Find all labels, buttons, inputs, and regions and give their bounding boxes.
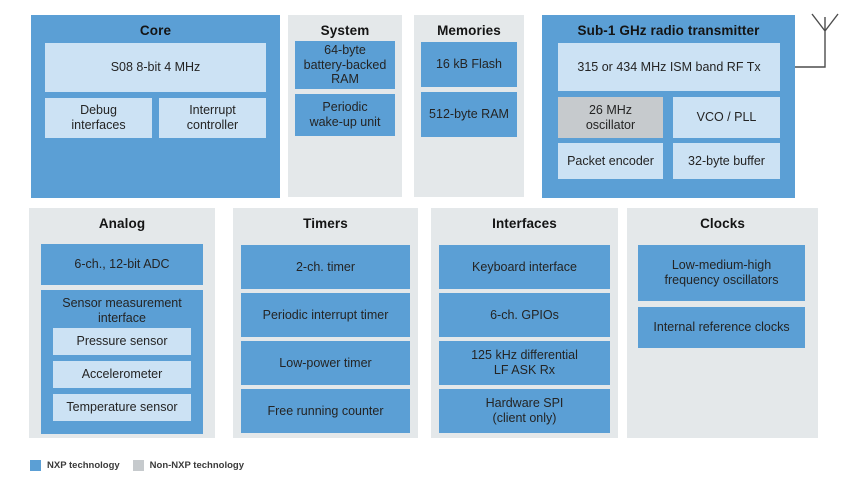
nxp-technology-label: NXP technology (47, 460, 120, 471)
interrupt-controller-block: Interrupt controller (159, 98, 266, 138)
clocks-group: Clocks Low-medium-high frequency oscilla… (627, 208, 818, 438)
adc-block: 6-ch., 12-bit ADC (41, 244, 203, 285)
wakeup-unit-block: Periodic wake-up unit (295, 94, 395, 136)
legend-item-nxp: NXP technology (30, 460, 120, 471)
battery-backed-ram-block: 64-byte battery-backed RAM (295, 41, 395, 89)
two-channel-timer-block: 2-ch. timer (241, 245, 410, 289)
sensor-measurement-interface-label: Sensor measurement interface (62, 296, 182, 325)
gpio-block: 6-ch. GPIOs (439, 293, 610, 337)
timers-group: Timers 2-ch. timer Periodic interrupt ti… (233, 208, 418, 438)
legend: NXP technology Non-NXP technology (30, 460, 244, 471)
legend-item-non-nxp: Non-NXP technology (132, 460, 244, 471)
rf-tx-block: 315 or 434 MHz ISM band RF Tx (558, 43, 780, 91)
low-power-timer-block: Low-power timer (241, 341, 410, 385)
system-group: System 64-byte battery-backed RAM Period… (288, 15, 402, 197)
ram-block: 512-byte RAM (421, 92, 517, 137)
periodic-interrupt-timer-block: Periodic interrupt timer (241, 293, 410, 337)
hardware-spi-block: Hardware SPI (client only) (439, 389, 610, 433)
radio-transmitter-group: Sub-1 GHz radio transmitter 315 or 434 M… (542, 15, 795, 198)
antenna-icon (795, 13, 839, 68)
radio-group-title: Sub-1 GHz radio transmitter (577, 23, 760, 38)
core-group-title: Core (139, 23, 172, 38)
memories-group: Memories 16 kB Flash 512-byte RAM (414, 15, 524, 197)
debug-interfaces-block: Debug interfaces (45, 98, 152, 138)
analog-group-title: Analog (98, 216, 146, 231)
free-running-counter-block: Free running counter (241, 389, 410, 433)
oscillator-block: 26 MHz oscillator (558, 97, 663, 138)
vco-pll-block: VCO / PLL (673, 97, 780, 138)
non-nxp-technology-swatch-icon (132, 460, 144, 471)
packet-encoder-block: Packet encoder (558, 143, 663, 179)
clocks-group-title: Clocks (700, 216, 745, 231)
byte-buffer-block: 32-byte buffer (673, 143, 780, 179)
interfaces-group: Interfaces Keyboard interface 6-ch. GPIO… (431, 208, 618, 438)
system-group-title: System (320, 23, 370, 38)
keyboard-interface-block: Keyboard interface (439, 245, 610, 289)
sensor-measurement-interface-block: Sensor measurement interface Pressure se… (41, 290, 203, 434)
pressure-sensor-block: Pressure sensor (53, 328, 191, 355)
interfaces-group-title: Interfaces (492, 216, 557, 231)
lf-ask-rx-block: 125 kHz differential LF ASK Rx (439, 341, 610, 385)
memories-group-title: Memories (437, 23, 501, 38)
non-nxp-technology-label: Non-NXP technology (149, 460, 244, 471)
flash-block: 16 kB Flash (421, 42, 517, 87)
frequency-oscillators-block: Low-medium-high frequency oscillators (638, 245, 805, 301)
internal-reference-clocks-block: Internal reference clocks (638, 307, 805, 348)
cpu-block: S08 8-bit 4 MHz (45, 43, 266, 92)
temperature-sensor-block: Temperature sensor (53, 394, 191, 421)
accelerometer-block: Accelerometer (53, 361, 191, 388)
core-group: Core S08 8-bit 4 MHz Debug interfaces In… (31, 15, 280, 198)
analog-group: Analog 6-ch., 12-bit ADC Sensor measurem… (29, 208, 215, 438)
nxp-technology-swatch-icon (30, 460, 41, 471)
timers-group-title: Timers (303, 216, 348, 231)
